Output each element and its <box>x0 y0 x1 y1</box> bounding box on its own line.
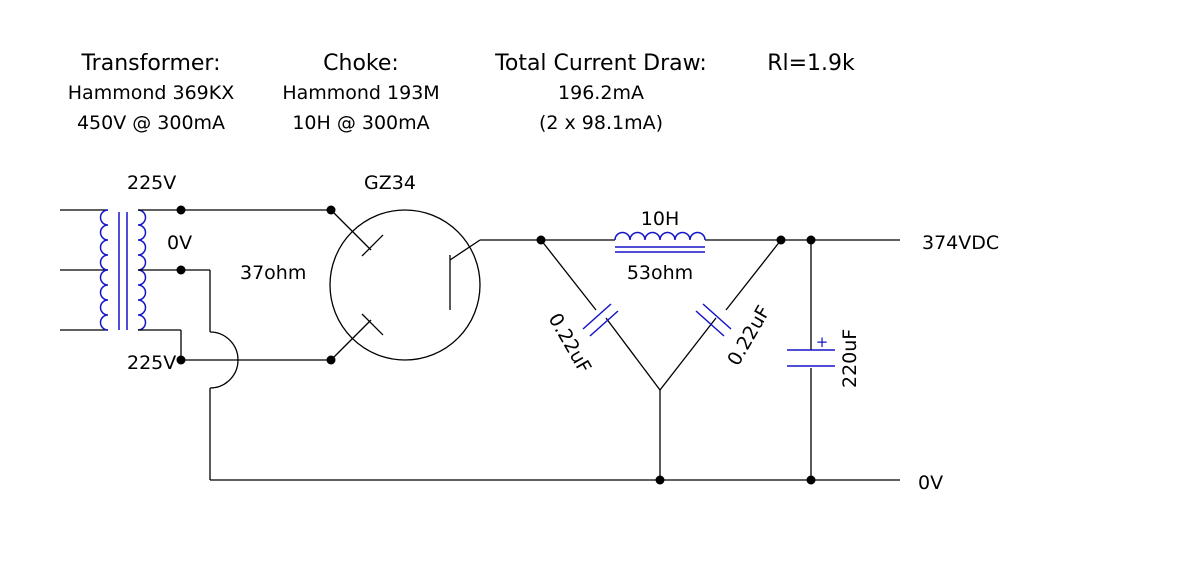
current-title: Total Current Draw: <box>494 51 707 76</box>
cap-right-label: 0.22uF <box>723 302 775 370</box>
transformer-title: Transformer: <box>80 51 220 76</box>
junction-dot <box>536 235 546 245</box>
junction-dot <box>176 355 186 365</box>
current-value: 196.2mA <box>558 82 644 104</box>
junction-dot <box>806 475 816 485</box>
cap-left-label: 0.22uF <box>544 310 596 378</box>
winding-resistance-label: 37ohm <box>240 262 306 284</box>
junction-dot <box>655 475 665 485</box>
junction-dot <box>176 205 186 215</box>
transformer-rating: 450V @ 300mA <box>77 112 225 134</box>
junction-dots <box>176 205 816 485</box>
ground-label: 0V <box>918 472 943 494</box>
wiring <box>180 209 900 481</box>
cathode-lead <box>449 239 481 261</box>
choke-resistance-label: 53ohm <box>627 262 693 284</box>
center-tap-label: 0V <box>167 232 192 254</box>
cap-reservoir-label: 220uF <box>839 329 861 388</box>
choke-model: Hammond 193M <box>282 82 439 104</box>
inductance-label: 10H <box>641 208 679 230</box>
output-voltage-label: 374VDC <box>922 232 999 254</box>
anode-top-lead <box>330 209 372 251</box>
choke-inductor <box>614 231 706 253</box>
transformer-symbol <box>60 209 181 331</box>
junction-dot <box>326 355 336 365</box>
rectifier-label: GZ34 <box>364 172 416 194</box>
capacitor-reservoir <box>787 349 835 367</box>
current-detail: (2 x 98.1mA) <box>539 112 663 134</box>
junction-dot <box>326 205 336 215</box>
anode-top-plate <box>361 234 384 257</box>
anode-bottom-plate <box>361 313 384 336</box>
rectifier-tube-gz34 <box>329 209 481 361</box>
capacitor-left <box>540 239 661 391</box>
secondary-top-voltage: 225V <box>127 172 176 194</box>
anode-bottom-lead <box>330 319 372 361</box>
load-resistance: Rl=1.9k <box>767 51 855 76</box>
capacitor-right <box>659 239 782 391</box>
choke-rating: 10H @ 300mA <box>292 112 429 134</box>
secondary-bottom-voltage: 225V <box>127 352 176 374</box>
junction-dot <box>176 265 186 275</box>
transformer-model: Hammond 369KX <box>68 82 234 104</box>
junction-dot <box>806 235 816 245</box>
wire-crossover <box>209 331 239 389</box>
cap-polarity-mark: + <box>816 333 829 351</box>
primary-winding <box>99 209 109 331</box>
choke-title: Choke: <box>323 51 399 76</box>
junction-dot <box>776 235 786 245</box>
